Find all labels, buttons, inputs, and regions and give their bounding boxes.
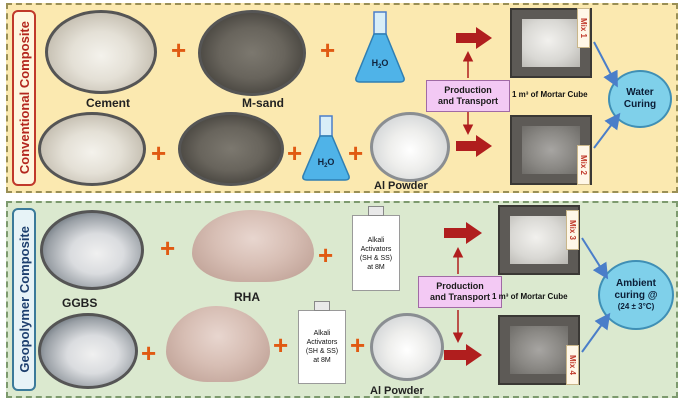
arrow-to-water-curing [593,112,621,149]
svg-text:H2O: H2O [372,58,389,70]
plus-sign: + [350,330,366,360]
cement-label: Cement [86,96,131,110]
water-flask-2: H2O [302,115,350,181]
arrow-to-water-curing [593,41,618,88]
arrow-to-ambient-curing [581,237,609,280]
ambient-curing-temp: (24 ± 3°C) [617,302,655,311]
arrow-to-ambient-curing [581,312,611,353]
plus-sign: + [320,35,336,65]
cement-bowl-2 [38,112,146,186]
plus-sign: + [141,338,157,368]
msand-bowl-1 [198,10,306,96]
arrow-right-red [444,344,482,366]
rha-pile-2 [166,306,270,382]
alkali-bottle-text-2: Alkali Activators (SH & SS) at 8M [305,330,339,364]
plus-sign: + [273,330,289,360]
mix4-tag: Mix 4 [566,345,579,385]
plus-sign: + [348,138,364,168]
mix3-tag: Mix 3 [566,210,579,250]
mix2-tag: Mix 2 [577,145,590,185]
production-transport-box-2: Production and Transport [418,276,502,308]
ggbs-label: GGBS [62,296,98,310]
production-transport-text-1: Production and Transport [437,85,498,106]
alkali-bottle-text-1: Alkali Activators (SH & SS) at 8M [359,237,393,271]
arrow-right-red [456,27,492,49]
plus-sign: + [151,138,167,168]
al-powder-bowl-1 [370,112,450,182]
mix4-tag-text: Mix 4 [568,354,577,375]
alkali-bottle-2: Alkali Activators (SH & SS) at 8M [298,301,346,384]
water-flask-1: H2O [355,11,405,83]
alkali-bottle-1: Alkali Activators (SH & SS) at 8M [352,206,400,291]
cement-bowl-1 [45,10,157,94]
plus-sign: + [318,240,334,270]
ambient-curing-text: Ambient curing @ [614,278,658,301]
mix1-tag-text: Mix 1 [579,17,588,38]
mortar-cube-label-1: 1 m³ of Mortar Cube [512,90,588,99]
mix1-tag: Mix 1 [577,8,590,48]
al-powder-label-1: Al Powder [374,180,428,192]
rha-pile-1 [192,210,314,282]
water-curing-text: Water Curing [623,87,657,110]
conventional-title: Conventional Composite [12,10,36,186]
msand-bowl-2 [178,112,284,186]
ggbs-bowl-1 [40,210,144,290]
arrow-right-red [444,222,482,244]
ggbs-bowl-2 [38,313,138,389]
plus-sign: + [287,138,303,168]
mortar-cube-label-2: 1 m³ of Mortar Cube [492,292,568,301]
ambient-curing-circle: Ambient curing @ (24 ± 3°C) [598,260,674,330]
al-powder-label-2: Al Powder [370,385,424,397]
arrow-right-red [456,135,492,157]
water-curing-circle: Water Curing [608,70,672,128]
mix3-tag-text: Mix 3 [568,219,577,240]
al-powder-bowl-2 [370,313,444,381]
plus-sign: + [160,233,176,263]
production-transport-text-2: Production and Transport [429,281,490,302]
plus-sign: + [171,35,187,65]
svg-text:H2O: H2O [318,157,335,169]
rha-label: RHA [234,290,260,304]
geopolymer-title: Geopolymer Composite [12,208,36,391]
msand-label: M-sand [242,96,284,110]
mix2-tag-text: Mix 2 [579,154,588,175]
production-transport-box-1: Production and Transport [426,80,510,112]
